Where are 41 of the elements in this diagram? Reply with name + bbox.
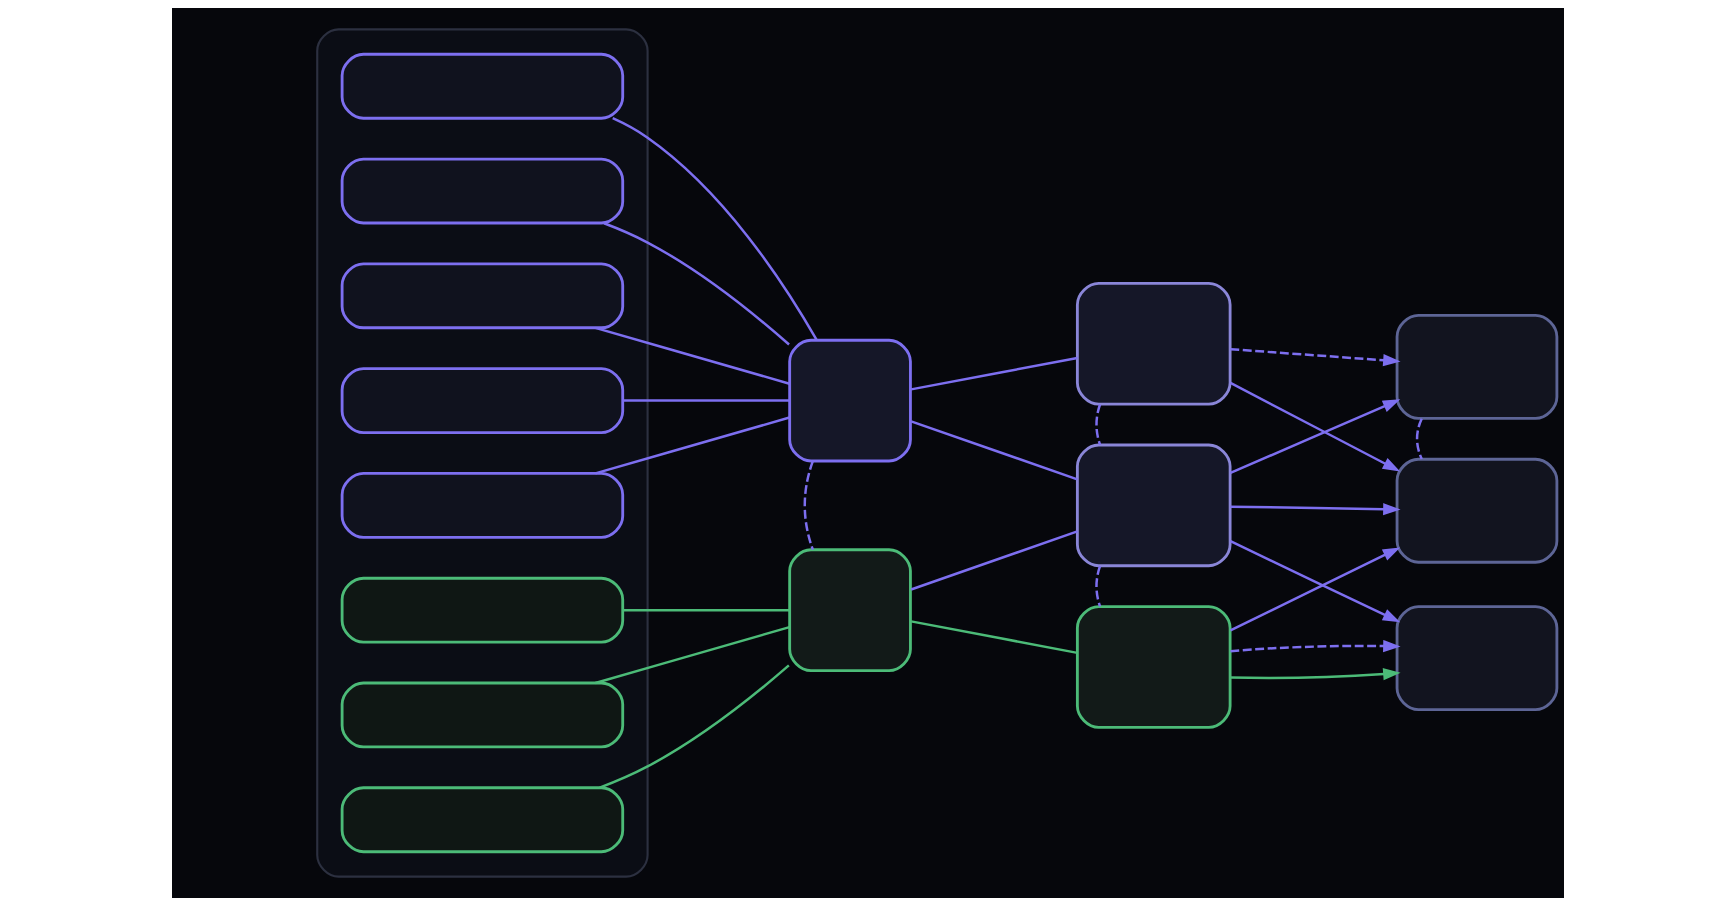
- arrow: [1230, 668, 1401, 681]
- node-box: [788, 548, 912, 672]
- connector: [910, 356, 1078, 391]
- connector: [1415, 418, 1423, 460]
- connector: [1095, 404, 1102, 446]
- node-box: [340, 52, 625, 120]
- connector: [622, 399, 790, 402]
- connector: [599, 664, 790, 789]
- node-box: [1395, 313, 1559, 420]
- connector: [595, 416, 790, 475]
- connector: [612, 117, 818, 341]
- connector: [910, 530, 1078, 591]
- node-box: [1395, 605, 1559, 712]
- node-box: [1075, 443, 1232, 568]
- node-box: [340, 472, 625, 539]
- arrow: [1230, 347, 1401, 367]
- node-box: [340, 576, 625, 644]
- arrow: [1229, 547, 1401, 632]
- arrow: [1230, 639, 1401, 653]
- node-box: [340, 157, 625, 225]
- connector: [622, 608, 790, 612]
- node-box: [1395, 457, 1559, 564]
- connector: [910, 620, 1078, 655]
- connector: [1095, 565, 1102, 607]
- node-box: [340, 681, 625, 749]
- arrow: [1229, 381, 1401, 472]
- arrow: [1229, 540, 1401, 623]
- node-box: [340, 367, 625, 434]
- cluster: [316, 28, 649, 878]
- connector: [595, 326, 790, 385]
- connector: [803, 460, 815, 550]
- connector: [910, 420, 1078, 481]
- node-box: [340, 262, 625, 330]
- arrow: [1230, 503, 1401, 516]
- node-box: [1075, 281, 1232, 406]
- arrow: [1230, 399, 1401, 475]
- node-box: [788, 338, 912, 463]
- node-box: [340, 786, 625, 854]
- node-box: [1075, 605, 1232, 729]
- connector: [603, 222, 790, 346]
- connector: [595, 625, 790, 685]
